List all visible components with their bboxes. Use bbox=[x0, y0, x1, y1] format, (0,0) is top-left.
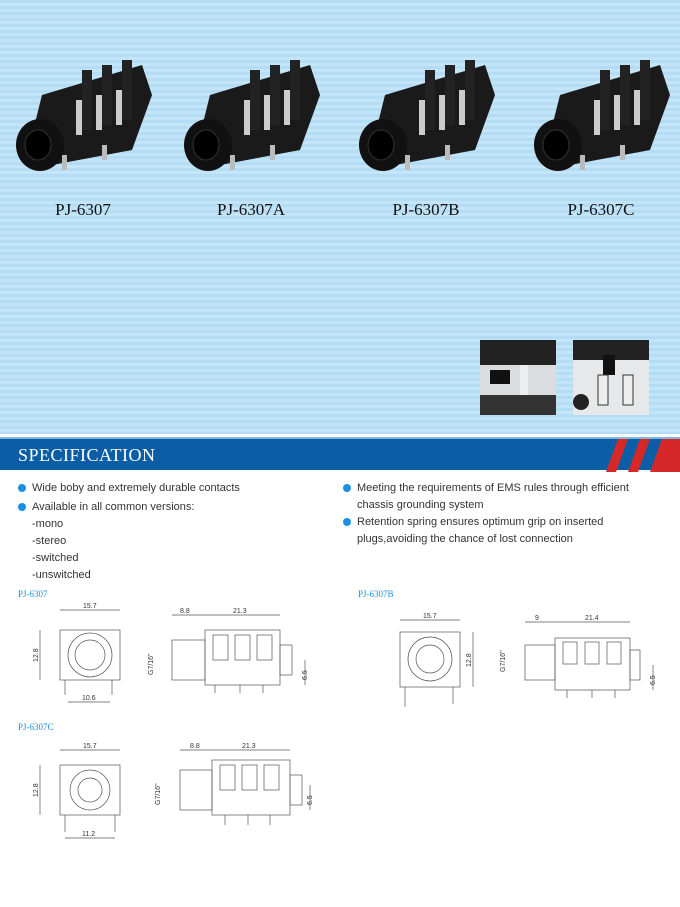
svg-text:10.6: 10.6 bbox=[82, 695, 96, 702]
drawing-title: PJ-6307B bbox=[358, 589, 394, 599]
svg-text:21.4: 21.4 bbox=[585, 615, 599, 622]
svg-text:8.8: 8.8 bbox=[190, 743, 200, 750]
svg-text:15.7: 15.7 bbox=[423, 613, 437, 620]
svg-text:12.8: 12.8 bbox=[466, 653, 473, 667]
drawing-title: PJ-6307 bbox=[18, 589, 48, 599]
front-view-drawing: 15.7 12.8 10.6 bbox=[33, 603, 121, 703]
feature-item: Wide boby and extremely durable contacts bbox=[18, 480, 240, 497]
svg-text:6.5: 6.5 bbox=[650, 675, 657, 685]
product-name: PJ-6307C bbox=[567, 200, 635, 219]
side-view-drawing: 8.8 21.3 G7/16" 6.5 bbox=[148, 608, 309, 693]
drawing-title: PJ-6307C bbox=[18, 722, 54, 732]
features-right: Meeting the requirements of EMS rules th… bbox=[343, 480, 629, 548]
version-item: -unswitched bbox=[32, 569, 91, 581]
side-view-drawing: 9 21.4 G7/16" 6.5 bbox=[500, 615, 657, 698]
product-image bbox=[358, 59, 496, 172]
feature-item-cont: plugs,avoiding the chance of lost connec… bbox=[357, 533, 573, 545]
features-left: Wide boby and extremely durable contacts… bbox=[18, 480, 240, 584]
svg-text:11.2: 11.2 bbox=[82, 831, 95, 838]
side-view-drawing: 8.8 21.3 G7/16" 6.5 bbox=[155, 743, 314, 825]
detail-photo bbox=[480, 340, 556, 415]
section-title: SPECIFICATION bbox=[18, 445, 156, 465]
version-item: -mono bbox=[32, 518, 64, 530]
front-view-drawing: 15.7 12.8 bbox=[399, 613, 474, 707]
svg-text:G7/16": G7/16" bbox=[500, 650, 507, 672]
feature-item-cont: chassis grounding system bbox=[357, 499, 484, 511]
svg-text:15.7: 15.7 bbox=[83, 743, 97, 750]
version-item: -stereo bbox=[32, 535, 67, 547]
feature-item: Retention spring ensures optimum grip on… bbox=[343, 514, 629, 531]
feature-item: Available in all common versions: bbox=[18, 499, 240, 516]
svg-text:21.3: 21.3 bbox=[242, 743, 256, 750]
svg-text:12.8: 12.8 bbox=[33, 648, 40, 662]
svg-text:15.7: 15.7 bbox=[83, 603, 97, 610]
product-name: PJ-6307 bbox=[55, 200, 111, 219]
svg-text:6.5: 6.5 bbox=[302, 670, 309, 680]
svg-text:12.8: 12.8 bbox=[33, 783, 40, 797]
section-banner: SPECIFICATION bbox=[0, 437, 680, 472]
svg-text:9: 9 bbox=[535, 615, 539, 622]
product-name: PJ-6307A bbox=[216, 200, 285, 219]
product-image bbox=[533, 59, 671, 172]
front-view-drawing: 15.7 12.8 11.2 bbox=[33, 743, 121, 839]
svg-text:21.3: 21.3 bbox=[233, 608, 247, 615]
svg-text:G7/16": G7/16" bbox=[155, 783, 162, 805]
product-image bbox=[183, 59, 321, 172]
product-hero bbox=[0, 0, 680, 434]
product-name: PJ-6307B bbox=[392, 200, 460, 219]
decorative-stripes bbox=[606, 439, 680, 472]
version-item: -switched bbox=[32, 552, 79, 564]
svg-text:6.5: 6.5 bbox=[307, 795, 314, 805]
detail-photo bbox=[573, 340, 649, 415]
product-image bbox=[15, 59, 153, 172]
svg-text:8.8: 8.8 bbox=[180, 608, 190, 615]
feature-item: Meeting the requirements of EMS rules th… bbox=[343, 480, 629, 497]
svg-text:G7/16": G7/16" bbox=[148, 653, 155, 675]
